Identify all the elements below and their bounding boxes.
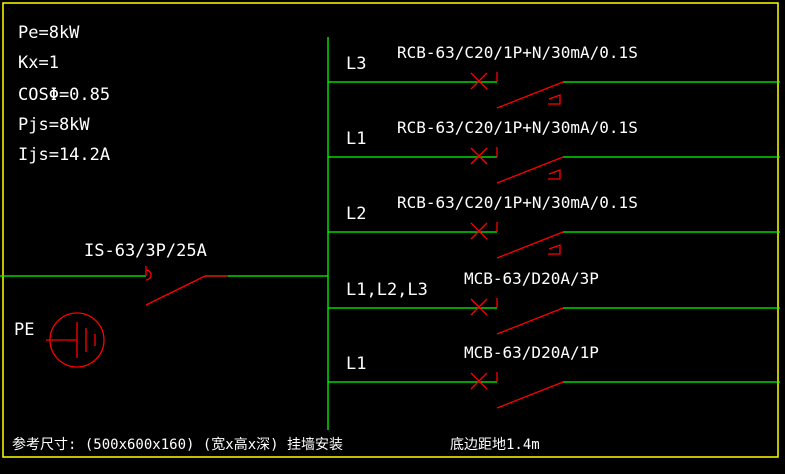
circuit-breaker-icon — [470, 372, 564, 409]
circuit-phase-label: L3 — [346, 54, 366, 74]
isolator-mark-icon — [145, 269, 152, 281]
main-switch-label: IS-63/3P/25A — [84, 241, 207, 261]
earth-icon — [46, 312, 105, 368]
circuit-phase-label: L1,L2,L3 — [346, 280, 428, 300]
param-kx: Kx=1 — [18, 53, 59, 73]
circuit-breaker-icon — [470, 147, 564, 184]
earth-terminal: PE — [14, 312, 105, 368]
circuit-breaker-label: RCB-63/C20/1P+N/30mA/0.1S — [397, 193, 638, 212]
circuit-phase-label: L2 — [346, 204, 366, 224]
incoming-feeder: IS-63/3P/25A — [0, 241, 328, 306]
circuit-5: L1 MCB-63/D20A/1P — [328, 343, 780, 409]
circuit-breaker-icon — [470, 72, 564, 109]
circuit-phase-label: L1 — [346, 354, 366, 374]
param-cos: COSΦ=0.85 — [18, 85, 110, 105]
circuit-breaker-icon — [470, 298, 564, 335]
circuit-breaker-label: MCB-63/D20A/3P — [464, 269, 599, 288]
earth-label: PE — [14, 320, 34, 340]
circuit-1: L3 RCB-63/C20/1P+N/30mA/0.1S — [328, 43, 780, 109]
drawing-frame — [2, 2, 779, 458]
circuit-breaker-icon — [470, 222, 564, 259]
outgoing-circuits: L3RCB-63/C20/1P+N/30mA/0.1SL1RCB-63/C20/… — [328, 43, 780, 409]
box-size-note: 参考尺寸: (500x600x160) (宽x高x深) 挂墙安装 — [12, 436, 343, 453]
circuit-2: L1 RCB-63/C20/1P+N/30mA/0.1S — [328, 118, 780, 184]
param-ijs: Ijs=14.2A — [18, 145, 110, 165]
load-parameters: Pe=8kW Kx=1 COSΦ=0.85 Pjs=8kW Ijs=14.2A — [18, 23, 110, 165]
isolator-blade — [145, 275, 206, 306]
circuit-breaker-label: RCB-63/C20/1P+N/30mA/0.1S — [397, 118, 638, 137]
mounting-height-note: 底边距地1.4m — [450, 437, 540, 453]
isolating-switch-symbol — [145, 266, 228, 306]
circuit-4: L1,L2,L3 MCB-63/D20A/3P — [328, 269, 780, 335]
circuit-3: L2 RCB-63/C20/1P+N/30mA/0.1S — [328, 193, 780, 259]
param-pe: Pe=8kW — [18, 23, 80, 43]
param-pjs: Pjs=8kW — [18, 115, 90, 135]
circuit-breaker-label: MCB-63/D20A/1P — [464, 343, 599, 362]
circuit-breaker-label: RCB-63/C20/1P+N/30mA/0.1S — [397, 43, 638, 62]
circuit-phase-label: L1 — [346, 129, 366, 149]
